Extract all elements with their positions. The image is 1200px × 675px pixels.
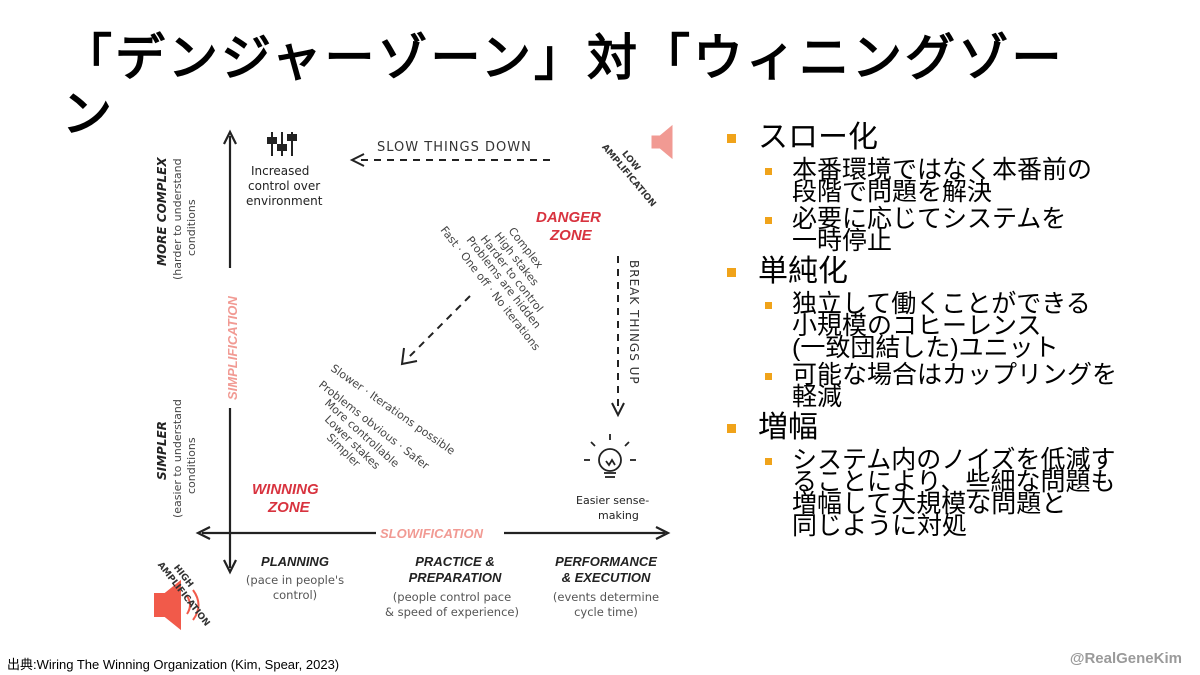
break-things-up-arrowhead <box>611 402 625 418</box>
horizontal-axis-arrowhead-right <box>655 526 671 540</box>
column-sub-performance-2: cycle time) <box>574 605 638 619</box>
bullet-square-icon <box>765 168 772 175</box>
slowification-diagram: SLOW THINGS DOWN Increased control over … <box>154 124 673 631</box>
bullet-square-icon <box>765 458 772 465</box>
high-amplification-speaker-icon <box>154 579 200 631</box>
sub-bullet-text: 独立して働くことができる 小規模のコヒーレンス (一致団結した)ユニット <box>792 290 1091 362</box>
bullet-square-icon <box>727 134 736 143</box>
danger-to-winning-arrow <box>407 295 471 359</box>
winning-zone-line-2: ZONE <box>267 499 311 516</box>
simplification-label: SIMPLIFICATION <box>225 296 240 400</box>
sub-bullet-item: 独立して働くことができる 小規模のコヒーレンス (一致団結した)ユニット <box>765 290 1185 362</box>
bullet-item: 単純化 <box>725 256 1185 288</box>
column-sub-performance-1: (events determine <box>553 590 659 604</box>
bullet-square-icon <box>727 268 736 277</box>
bullet-item: スロー化 <box>725 122 1185 154</box>
break-things-up-label: BREAK THINGS UP <box>627 260 641 385</box>
column-sub-practice-1: (people control pace <box>393 590 511 604</box>
sub-bullet-item: 本番環境ではなく本番前の 段階で問題を解決 <box>765 156 1185 206</box>
svg-text:BREAK THINGS UP: BREAK THINGS UP <box>627 260 641 385</box>
column-head-performance-2: & EXECUTION <box>562 570 651 585</box>
control-text-line-1: Increased <box>251 164 309 178</box>
vertical-axis-arrowhead-bottom <box>223 559 237 575</box>
more-complex-sub-2: conditions <box>185 199 198 256</box>
sliders-icon <box>267 132 297 156</box>
lightbulb-icon <box>584 434 636 478</box>
low-amplification-speaker-icon <box>651 124 673 160</box>
sub-bullet-text: 本番環境ではなく本番前の 段階で問題を解決 <box>792 156 1093 206</box>
sub-bullet-item: 必要に応じてシステムを 一時停止 <box>765 205 1185 255</box>
column-sub-practice-2: & speed of experience) <box>385 605 519 619</box>
page-title: 「デンジャーゾーン」対「ウィニングゾーン <box>62 30 1065 142</box>
source-citation: 出典:Wiring The Winning Organization (Kim,… <box>7 657 340 672</box>
sensemaking-line-2: making <box>598 509 639 522</box>
column-head-performance-1: PERFORMANCE <box>555 554 657 569</box>
sub-bullet-text: 必要に応じてシステムを 一時停止 <box>792 205 1067 255</box>
bullet-square-icon <box>765 373 772 380</box>
vertical-axis-arrowhead <box>223 129 237 145</box>
bullet-text: スロー化 <box>758 121 878 154</box>
winning-zone-line-1: WINNING <box>252 481 319 498</box>
sub-bullet-item: システム内のノイズを低減す ることにより、些細な問題も 増幅して大規模な問題と … <box>765 446 1185 540</box>
column-head-practice-1: PRACTICE & <box>415 554 494 569</box>
bullet-text: 単純化 <box>758 255 848 288</box>
slowification-label: SLOWIFICATION <box>380 526 484 541</box>
bullet-item: 増幅 <box>725 412 1185 444</box>
slow-things-down-label: SLOW THINGS DOWN <box>377 140 532 155</box>
simplification-label-bg <box>221 268 239 408</box>
slow-things-down-arrowhead <box>349 153 365 167</box>
control-text-line-3: environment <box>246 194 323 208</box>
more-complex-label: MORE COMPLEX <box>155 157 169 266</box>
sub-bullet-text: 可能な場合はカップリングを 軽減 <box>792 361 1118 411</box>
bullet-text: 増幅 <box>758 411 818 444</box>
simpler-label: SIMPLER <box>155 421 169 480</box>
column-sub-planning-2: control) <box>273 588 317 602</box>
danger-zone-line-2: ZONE <box>549 227 593 244</box>
simpler-sub-2: conditions <box>185 437 198 494</box>
sensemaking-line-1: Easier sense- <box>576 494 649 507</box>
author-handle: @RealGeneKim <box>1069 650 1182 667</box>
bullet-square-icon <box>727 424 736 433</box>
column-head-planning: PLANNING <box>261 554 329 569</box>
control-text-line-2: control over <box>248 179 320 193</box>
danger-zone-line-1: DANGER <box>536 209 601 226</box>
slowification-label-bg <box>376 522 504 544</box>
more-complex-sub-1: (harder to understand <box>171 158 184 280</box>
sub-bullet-text: システム内のノイズを低減す ることにより、些細な問題も 増幅して大規模な問題と … <box>792 446 1116 540</box>
bullet-list: スロー化 本番環境ではなく本番前の 段階で問題を解決 必要に応じてシステムを 一… <box>725 120 1185 541</box>
horizontal-axis-arrowhead-left <box>195 526 211 540</box>
bullet-square-icon <box>765 302 772 309</box>
bullet-square-icon <box>765 217 772 224</box>
danger-to-winning-arrowhead <box>400 347 418 366</box>
simpler-sub-1: (easier to understand <box>171 399 184 518</box>
sub-bullet-item: 可能な場合はカップリングを 軽減 <box>765 361 1185 411</box>
column-head-practice-2: PREPARATION <box>409 570 502 585</box>
column-sub-planning-1: (pace in people's <box>246 573 344 587</box>
